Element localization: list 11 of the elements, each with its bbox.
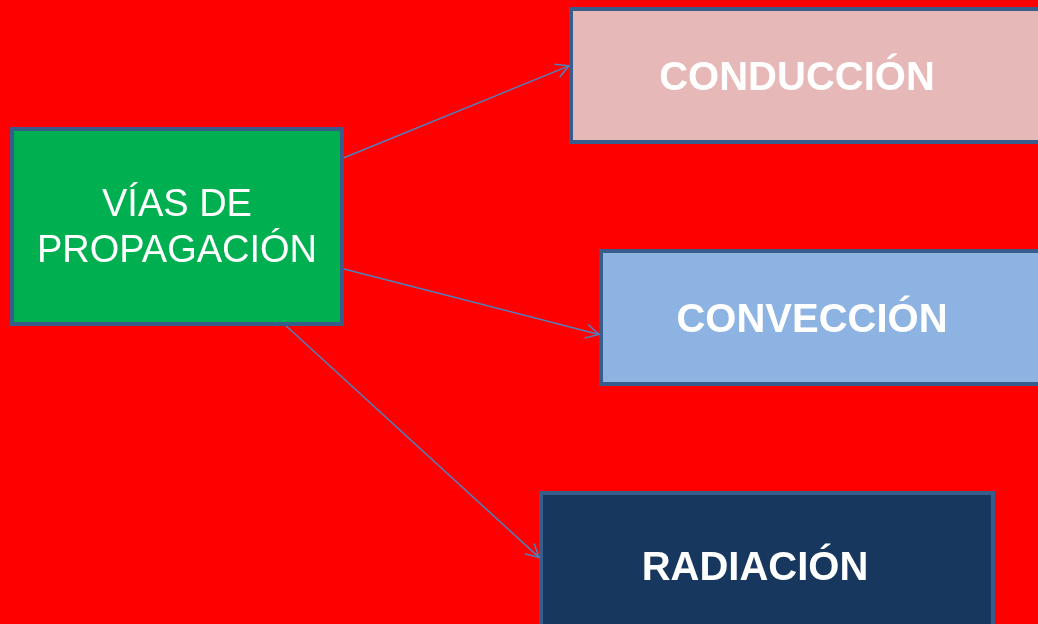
arrow xyxy=(343,63,570,159)
box-label: CONDUCCIÓN xyxy=(658,52,936,100)
category-box xyxy=(10,127,344,326)
arrow xyxy=(285,325,540,559)
category-box xyxy=(569,7,1038,144)
arrow xyxy=(343,268,600,339)
category-box xyxy=(539,491,995,624)
box-label: CONVECCIÓN xyxy=(675,294,949,342)
box-label: VÍAS DE PROPAGACIÓN xyxy=(35,180,319,272)
box-label: RADIACIÓN xyxy=(640,542,870,590)
category-box xyxy=(599,249,1038,386)
